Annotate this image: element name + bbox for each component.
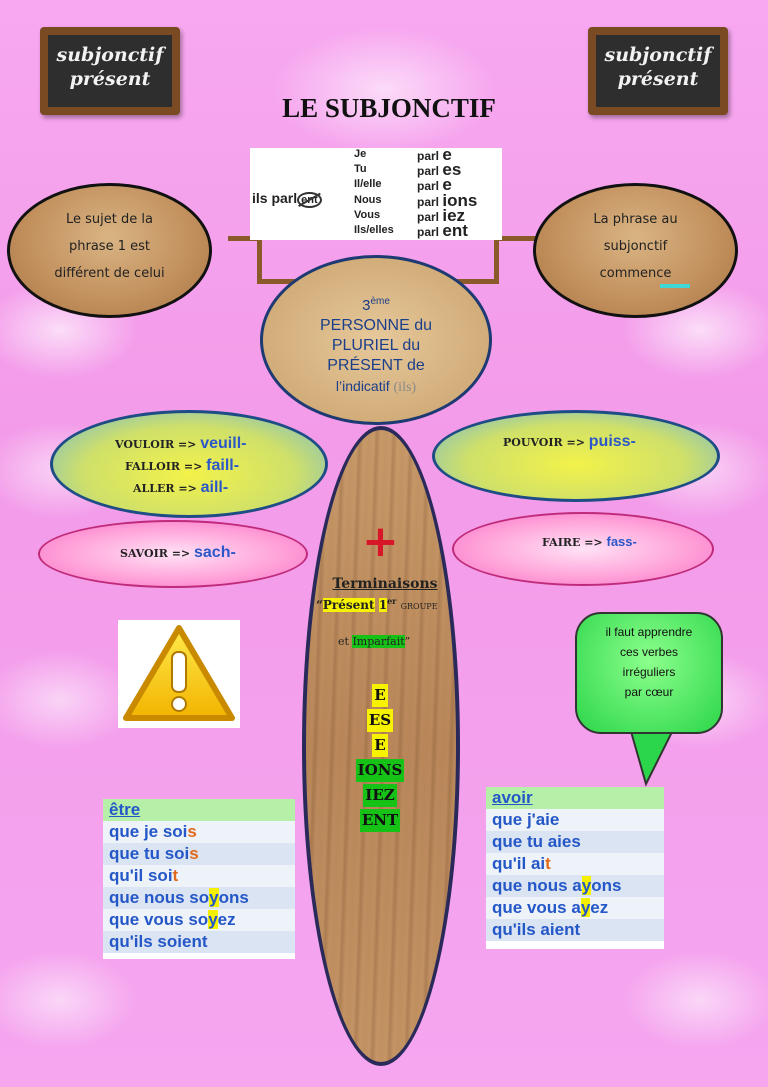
ending: IONS [355, 759, 405, 782]
table-row: que je sois [103, 821, 295, 843]
conj-row: parl ions [417, 191, 478, 210]
speech-bubble: il faut apprendre ces verbes irréguliers… [575, 612, 723, 734]
table-row: que tu sois [103, 843, 295, 865]
avoir-table: avoir que j'aie que tu aies qu'il ait qu… [486, 787, 664, 949]
conj-row: parl es [417, 160, 462, 179]
center-line: PLURIEL du [331, 337, 421, 354]
table-row: que nous ayons [486, 875, 664, 897]
blank-dash [660, 284, 690, 288]
center-oval-rule: 3ème PERSONNE du PLURIEL du PRÉSENT de l… [260, 255, 492, 425]
right-oval-rule: La phrase au subjonctif commence [533, 183, 738, 318]
bubble-line: irréguliers [622, 665, 676, 679]
connector-left-h2 [257, 279, 317, 284]
table-row: qu'il ait [486, 853, 664, 875]
connector-left-h [228, 236, 262, 241]
bubble-tail [628, 728, 676, 787]
terminaisons-title: Terminaisons [332, 576, 438, 592]
table-row: que nous soyons [103, 887, 295, 909]
table-row: que vous soyez [103, 909, 295, 931]
left-oval-line: Le sujet de la [66, 212, 153, 227]
table-row: que tu aies [486, 831, 664, 853]
connector-right-v [494, 236, 499, 284]
warning-icon [118, 620, 240, 728]
left-oval-line: phrase 1 est [69, 239, 150, 254]
etre-header: être [103, 799, 295, 821]
oval-pouvoir: POUVOIR => puiss- [432, 410, 720, 502]
oval-savoir: SAVOIR => sach- [38, 520, 308, 588]
center-num: 3ème [362, 296, 390, 314]
right-oval-line: commence [599, 266, 672, 281]
center-line: l’indicatif (ils) [335, 378, 417, 395]
verb-vouloir: VOULOIR => veuill- [115, 435, 247, 452]
ending: IEZ [363, 784, 397, 807]
table-row: que j'aie [486, 809, 664, 831]
conj-row: Nous [354, 194, 382, 206]
oval-vouloir-falloir-aller: VOULOIR => veuill- FALLOIR => faill- ALL… [50, 410, 328, 518]
conj-row: parl e [417, 145, 452, 164]
avoir-header: avoir [486, 787, 664, 809]
conj-row: parl ent [417, 221, 468, 240]
bubble-line: ces verbes [619, 645, 679, 659]
right-oval-line: subjonctif [603, 239, 668, 254]
ending: E [372, 734, 388, 757]
present-premier-groupe: “Présent 1er GROUPE [316, 596, 438, 612]
connector-right-h [494, 236, 536, 241]
conj-row: parl e [417, 175, 452, 194]
imparfait-line: et Imparfait” [338, 635, 411, 648]
table-row: qu'ils soient [103, 931, 295, 953]
conj-row: Tu [354, 163, 367, 175]
verb-savoir: SAVOIR => sach- [120, 544, 236, 561]
endings-list: E ES E IONS IEZ ENT [340, 683, 420, 833]
verb-falloir: FALLOIR => faill- [125, 457, 240, 474]
table-row: que vous ayez [486, 897, 664, 919]
left-oval-rule: Le sujet de la phrase 1 est différent de… [7, 183, 212, 318]
ending: E [372, 684, 388, 707]
bubble-line: il faut apprendre [605, 625, 693, 639]
board-line-2: présent [69, 68, 151, 90]
right-oval-line: La phrase au [593, 212, 678, 227]
center-line: PERSONNE du [319, 317, 433, 334]
center-line: PRÉSENT de [327, 357, 425, 374]
plus-sign: + [362, 516, 399, 567]
board-line-1: subjonctif [604, 44, 712, 66]
table-row: être [103, 799, 295, 821]
conj-row: Je [354, 148, 367, 160]
verb-faire: FAIRE => fass- [542, 534, 637, 549]
oval-faire: FAIRE => fass- [452, 512, 714, 586]
board-line-2: présent [617, 68, 699, 90]
etre-table: être que je sois que tu sois qu'il soit … [103, 799, 295, 959]
table-row: qu'il soit [103, 865, 295, 887]
connector-right-h2 [440, 279, 499, 284]
board-line-1: subjonctif [56, 44, 164, 66]
conj-row: Ils/elles [354, 224, 394, 236]
left-oval-line: différent de celui [54, 266, 165, 281]
verb-pouvoir: POUVOIR => puiss- [503, 433, 636, 450]
table-row: avoir [486, 787, 664, 809]
conj-row: parl iez [417, 206, 466, 225]
conj-row: Il/elle [354, 178, 382, 190]
ending: ES [366, 709, 394, 732]
bubble-line: par cœur [624, 685, 674, 699]
verb-aller: ALLER => aill- [133, 479, 229, 496]
page-title: LE SUBJONCTIF [282, 93, 496, 123]
connector-left-v [257, 236, 262, 284]
table-row: qu'ils aient [486, 919, 664, 941]
ending: ENT [359, 809, 401, 832]
conj-row: Vous [354, 209, 381, 221]
